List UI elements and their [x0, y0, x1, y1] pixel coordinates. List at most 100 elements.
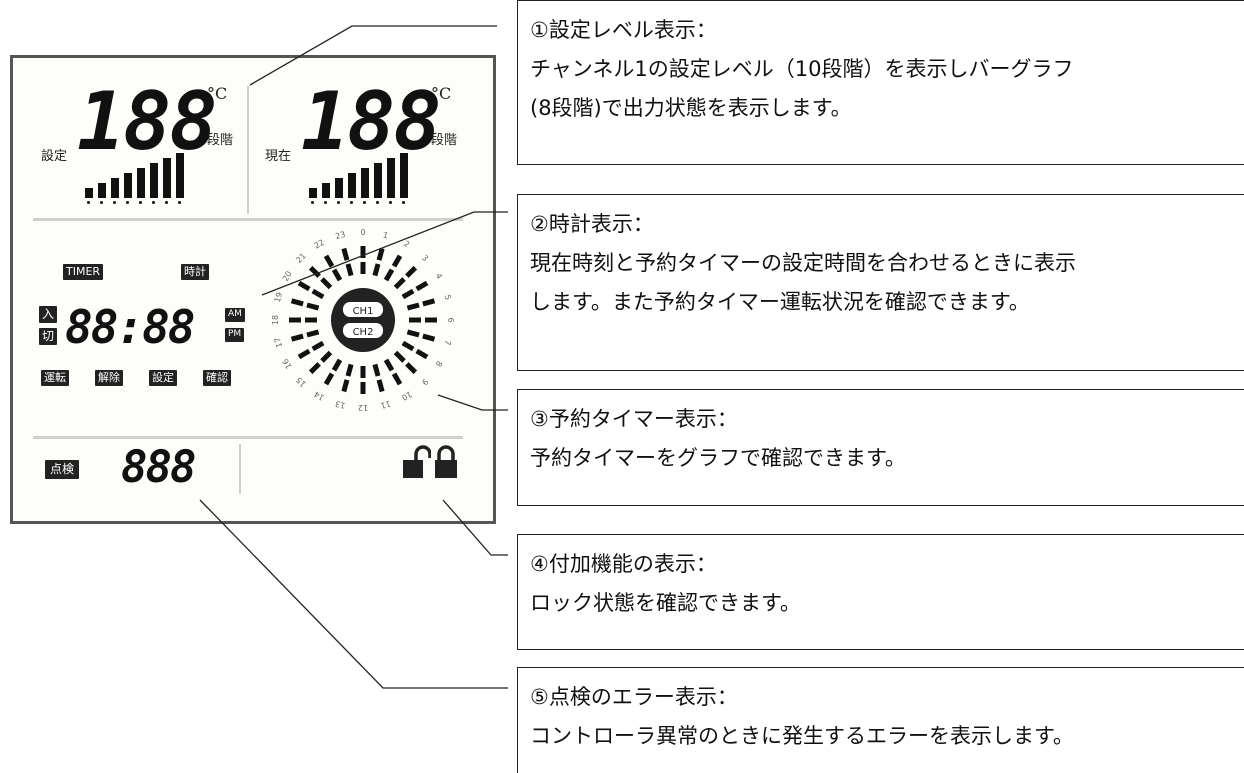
set-label: 設定	[41, 149, 68, 164]
am-indicator: AM	[225, 308, 245, 322]
dial-segment	[383, 268, 395, 282]
level-bar	[361, 168, 369, 198]
dial-segment	[391, 254, 403, 268]
annotation-line: ロック状態を確認できます。	[530, 591, 801, 615]
off-indicator: 切	[39, 328, 58, 346]
annotation-title: ②時計表示：	[530, 212, 654, 236]
dial-hour-label: 19	[273, 291, 284, 303]
level-bar	[176, 153, 184, 198]
dial-segment	[401, 340, 415, 352]
dial-segment	[323, 372, 335, 386]
locked-icon	[435, 445, 457, 478]
level-dot	[402, 201, 405, 204]
dial-segment	[422, 333, 436, 342]
leader-line-3	[437, 394, 508, 411]
level-dot	[311, 201, 314, 204]
dial-segment	[341, 247, 350, 261]
level-bar	[85, 188, 93, 198]
set-level-bargraph	[85, 153, 205, 204]
level-dot	[113, 201, 116, 204]
dial-hour-label: 20	[281, 270, 294, 283]
leader-line-5	[199, 499, 508, 689]
dial-hour-label: 9	[420, 377, 430, 387]
level-dot	[376, 201, 379, 204]
set-unit-step: 段階	[207, 133, 234, 148]
lcd-panel: 設定 188 °C 段階 現在 188 °C 段階 TIMER 時計 入 切 8…	[10, 55, 496, 524]
dial-hour-label: 18	[271, 315, 280, 325]
dial-hour-label: 6	[446, 317, 455, 322]
current-level-bargraph	[309, 153, 429, 204]
dial-segment	[306, 329, 320, 338]
dial-segment	[308, 265, 321, 278]
divider-top	[33, 218, 463, 221]
level-dot	[324, 201, 327, 204]
pm-indicator: PM	[225, 328, 245, 342]
dial-segment	[297, 280, 311, 292]
set-level-digits: 188	[77, 75, 217, 168]
current-unit-celsius: °C	[431, 84, 452, 103]
dial-hour-label: 14	[313, 389, 326, 402]
dial-segment	[290, 298, 304, 307]
annotation-title: ①設定レベル表示：	[530, 18, 717, 42]
level-bar	[335, 178, 343, 198]
inspect-digits: 888	[121, 442, 196, 493]
level-bar	[111, 178, 119, 198]
annotation-inspection-error: ⑤点検のエラー表示： コントローラ異常のときに発生するエラーを表示します。	[517, 667, 1244, 773]
mode-confirm: 確認	[203, 370, 231, 387]
dial-hour-label: 3	[420, 253, 430, 263]
level-dot	[139, 201, 142, 204]
current-level-digits: 188	[301, 75, 441, 168]
level-bar	[322, 183, 330, 198]
dial-segment	[422, 298, 436, 307]
ch2-badge	[343, 323, 383, 338]
dial-hour-label: 16	[281, 357, 294, 370]
dial-segment	[290, 333, 304, 342]
level-dot	[152, 201, 155, 204]
unlocked-icon	[403, 445, 431, 478]
divider-inspect	[239, 444, 241, 494]
dial-segment	[415, 280, 429, 292]
annotation-title: ③予約タイマー表示：	[530, 407, 738, 431]
divider-bottom	[33, 436, 463, 439]
annotation-line: 予約タイマーをグラフで確認できます。	[530, 446, 906, 470]
annotation-line: します。また予約タイマー運転状況を確認できます。	[530, 290, 1030, 314]
level-bar	[387, 158, 395, 198]
dial-segment	[341, 379, 350, 393]
annotation-line: 現在時刻と予約タイマーの設定時間を合わせるときに表示	[530, 251, 1076, 275]
annotation-title: ④付加機能の表示：	[530, 552, 717, 576]
dial-segment	[297, 348, 311, 360]
dial-segment	[372, 263, 381, 277]
ch1-label: CH1	[353, 306, 374, 317]
leader-line-4	[442, 499, 508, 556]
dial-segment	[345, 363, 354, 377]
dial-hour-label: 5	[443, 294, 453, 301]
inspect-indicator: 点検	[45, 460, 80, 480]
level-dot	[126, 201, 129, 204]
level-bar	[98, 183, 106, 198]
on-indicator: 入	[39, 306, 58, 324]
dial-hour-label: 4	[434, 272, 444, 281]
dial-segment	[376, 247, 385, 261]
dial-segment	[415, 348, 429, 360]
dial-segment	[320, 350, 333, 363]
dial-segment	[406, 302, 420, 311]
ch2-label: CH2	[353, 327, 374, 338]
ch1-badge	[343, 302, 383, 317]
current-label: 現在	[265, 149, 292, 164]
level-dot	[389, 201, 392, 204]
dial-segment	[311, 340, 325, 352]
mode-setting: 設定	[149, 370, 177, 387]
level-bar	[374, 163, 382, 198]
level-dot	[100, 201, 103, 204]
dial-segment	[393, 277, 406, 290]
level-bar	[124, 173, 132, 198]
current-unit-step: 段階	[431, 133, 458, 148]
level-bar	[348, 173, 356, 198]
level-bar	[309, 188, 317, 198]
dial-hour-label: 1	[382, 230, 389, 240]
level-bar	[163, 158, 171, 198]
dial-segment	[383, 358, 395, 372]
annotation-line: チャンネル1の設定レベル（10段階）を表示しバーグラフ	[530, 57, 1074, 81]
